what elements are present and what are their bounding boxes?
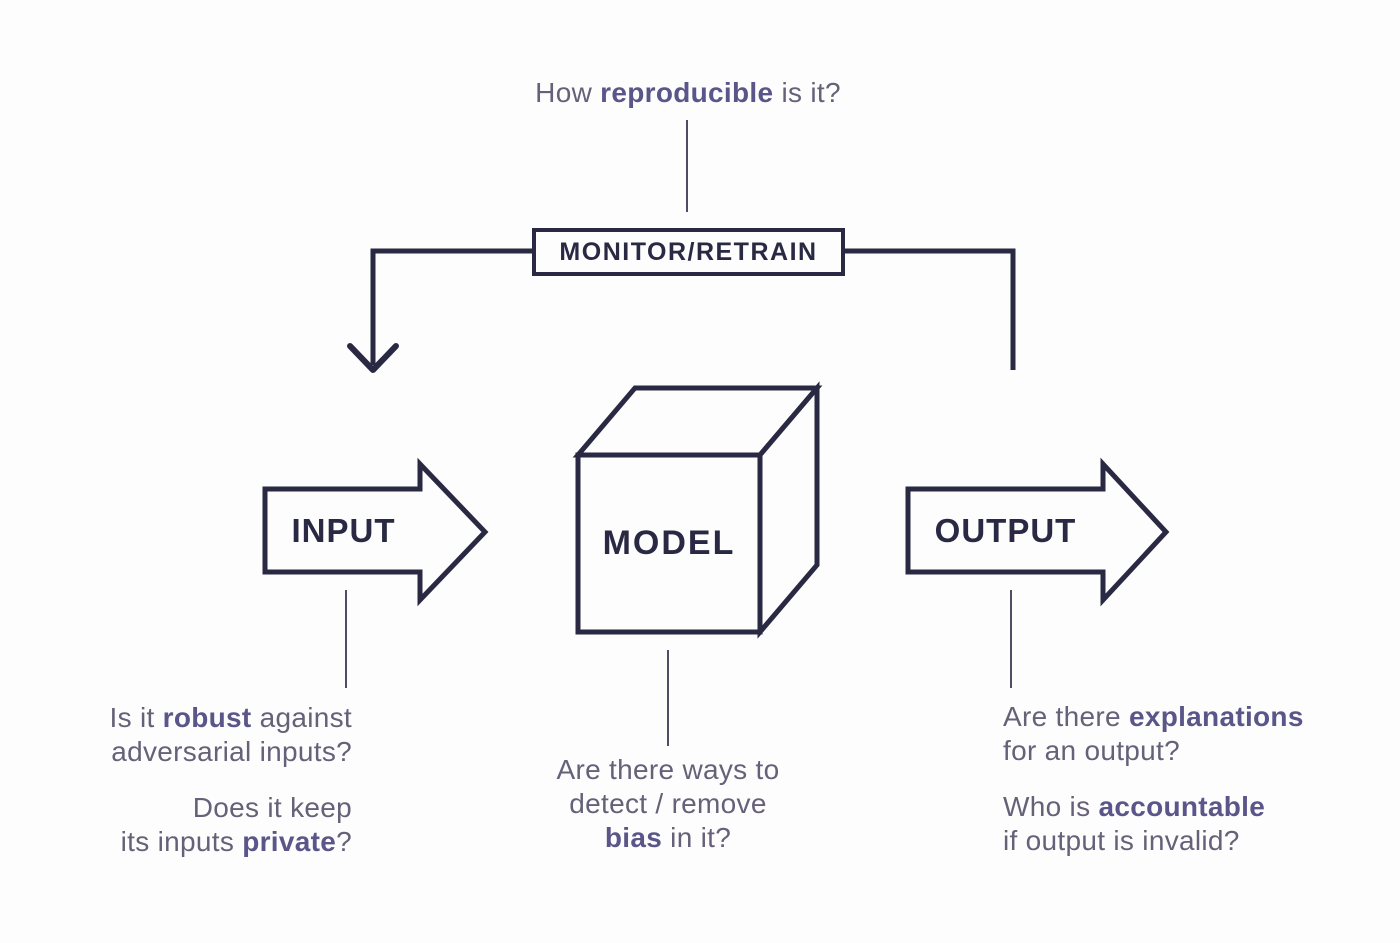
output-label: OUTPUT [934,511,1077,549]
feedback-line-right [845,248,1016,370]
highlight-word: accountable [1098,791,1266,822]
question-private: Does it keep its inputs private? [40,791,352,859]
question-line: Is it robust against [40,701,352,735]
question-text-segment: Who is [1003,791,1099,822]
question-text-segment: against [251,702,352,733]
highlight-word: bias [604,822,663,853]
highlight-word: reproducible [600,77,774,108]
highlight-word: private [242,826,337,857]
monitor-question: How reproducible is it? [338,76,1038,110]
monitor-retrain-label: MONITOR/RETRAIN [559,237,818,266]
question-line: Does it keep [192,792,352,823]
question-accountable: Who is accountable if output is invalid? [1003,790,1363,858]
question-line: bias in it? [518,821,818,855]
question-text-segment: How [535,77,601,108]
monitor-retrain-box: MONITOR/RETRAIN [532,228,845,276]
question-explanations: Are there explanations for an output? [1003,700,1363,768]
question-text-segment: its inputs [120,826,243,857]
output-arrow-shape [905,457,1170,607]
question-text-segment: in it? [662,822,732,853]
question-text-segment: ? [336,826,352,857]
feedback-line-left [370,248,532,365]
input-arrow-shape [262,457,489,607]
question-line: Are there ways to [556,754,780,785]
model-label: MODEL [602,524,736,562]
arrow-down-icon [347,343,399,373]
question-text-segment: Are there [1003,701,1129,732]
question-robust: Is it robust against adversarial inputs? [40,701,352,769]
question-text-segment: Is it [109,702,163,733]
question-line: for an output? [1003,735,1180,766]
question-line: adversarial inputs? [111,736,352,767]
output-questions: Are there explanations for an output? Wh… [1003,700,1363,858]
question-line: Who is accountable [1003,790,1363,824]
input-questions: Is it robust against adversarial inputs?… [40,701,352,859]
model-cube-front-face [575,452,763,635]
question-line: its inputs private? [40,825,352,859]
question-text-segment: is it? [773,77,841,108]
question-line: if output is invalid? [1003,825,1240,856]
question-bias: Are there ways to detect / remove bias i… [518,753,818,855]
question-line: detect / remove [569,788,767,819]
highlight-word: explanations [1128,701,1304,732]
highlight-word: robust [162,702,252,733]
question-line: Are there explanations [1003,700,1363,734]
model-cube [572,381,823,639]
input-label: INPUT [291,512,396,549]
model-questions: Are there ways to detect / remove bias i… [518,753,818,855]
